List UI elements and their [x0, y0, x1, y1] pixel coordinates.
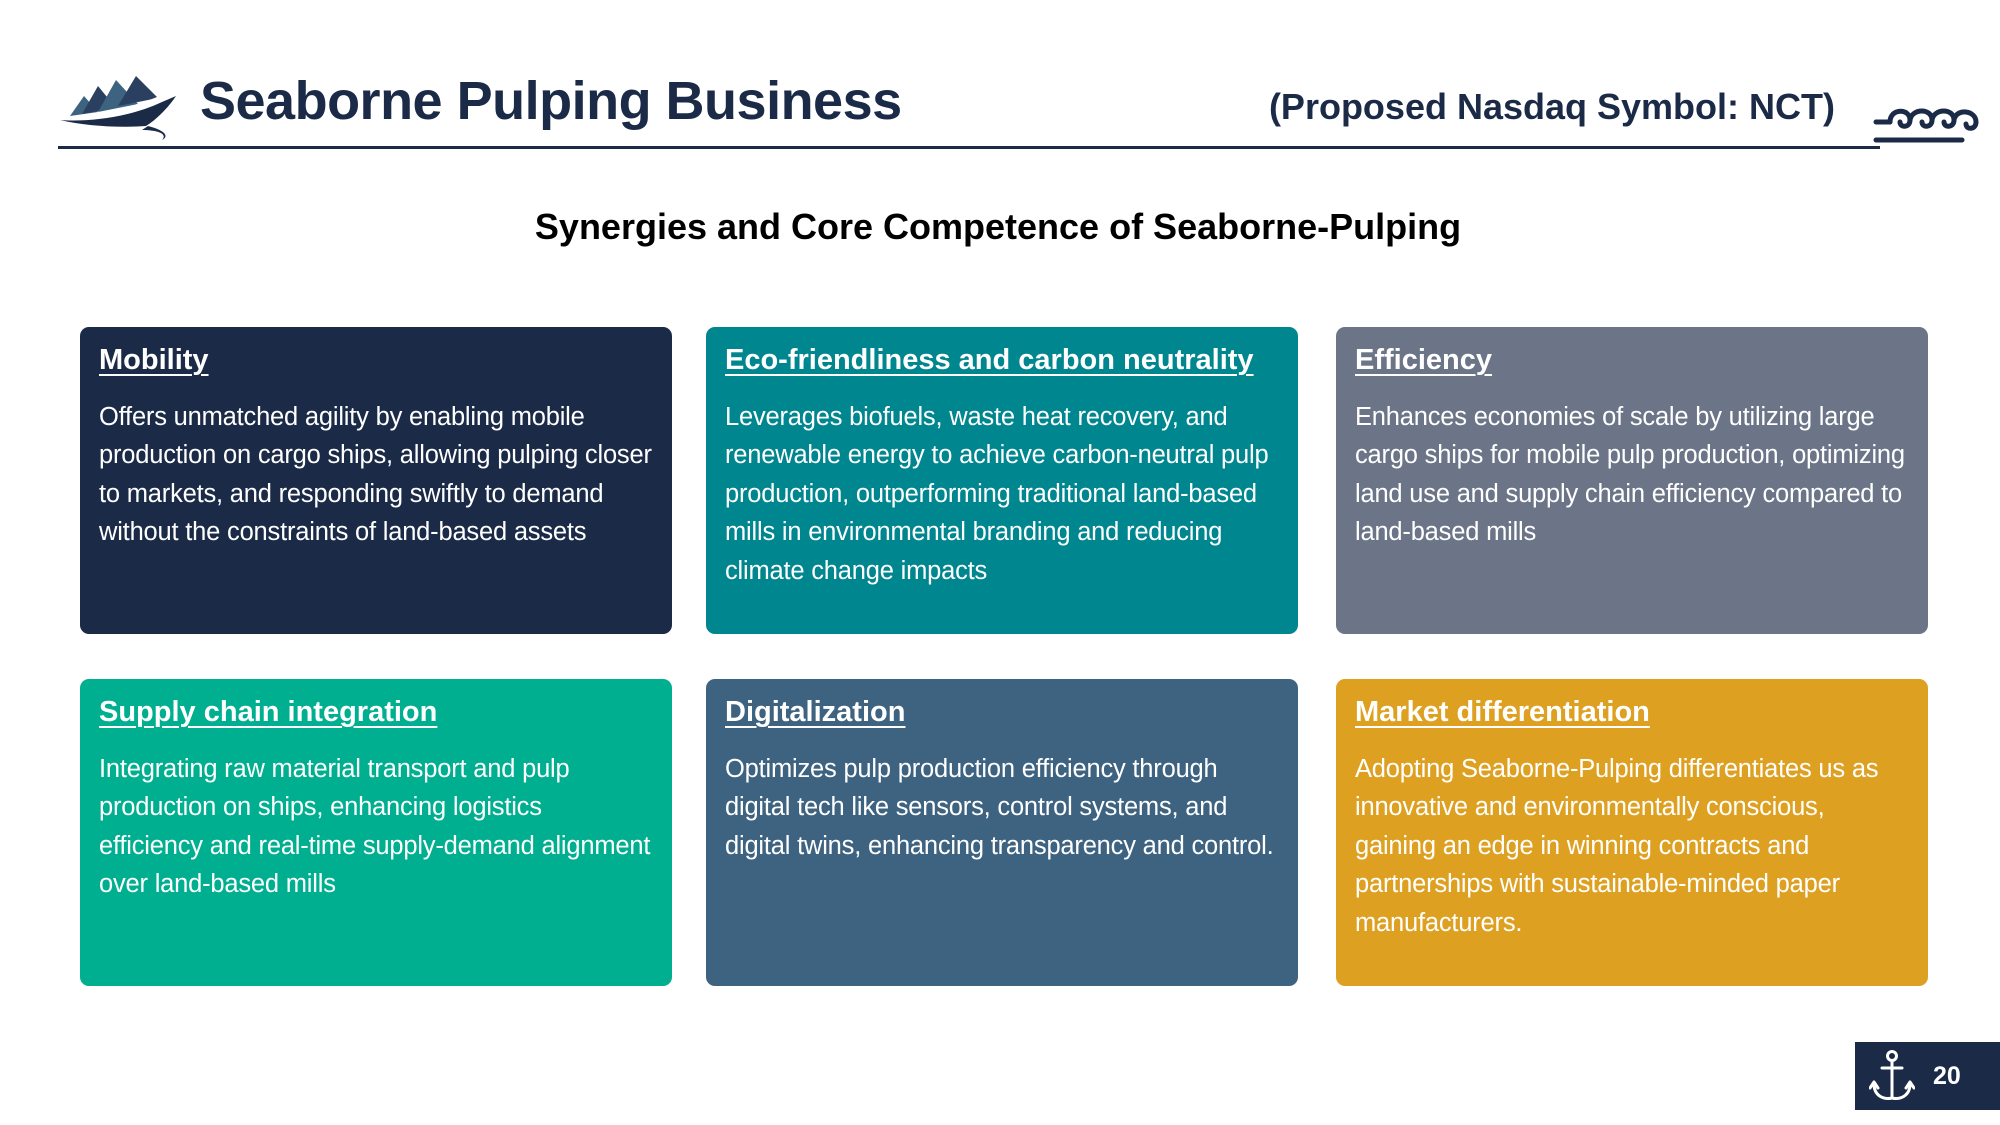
card-body: Integrating raw material transport and p… [99, 754, 651, 899]
card-mobility: Mobility Offers unmatched agility by ena… [80, 327, 672, 634]
card-digitalization: Digitalization Optimizes pulp production… [706, 679, 1298, 986]
card-body: Optimizes pulp production efficiency thr… [725, 754, 1274, 860]
cargo-ship-icon [60, 76, 176, 140]
card-body: Offers unmatched agility by enabling mob… [99, 402, 652, 547]
page-number: 20 [1933, 1062, 1961, 1090]
anchor-icon [1869, 1050, 1915, 1100]
card-market-differentiation: Market differentiation Adopting Seaborne… [1336, 679, 1928, 986]
waves-icon [1873, 108, 1979, 143]
section-heading: Synergies and Core Competence of Seaborn… [534, 206, 1462, 247]
card-title: Efficiency [1355, 344, 1492, 376]
nasdaq-symbol: (Proposed Nasdaq Symbol: NCT) [1268, 86, 1835, 127]
card-body: Adopting Seaborne-Pulping differentiates… [1355, 754, 1879, 937]
card-title: Digitalization [725, 696, 906, 728]
header-divider [58, 146, 1880, 149]
card-eco-friendliness: Eco-friendliness and carbon neutrality L… [706, 327, 1298, 634]
card-body: Enhances economies of scale by utilizing… [1355, 402, 1905, 547]
page-number-badge: 20 [1855, 1042, 2000, 1110]
card-efficiency: Efficiency Enhances economies of scale b… [1336, 327, 1928, 634]
card-title: Mobility [99, 344, 209, 376]
card-body: Leverages biofuels, waste heat recovery,… [725, 402, 1269, 585]
card-supply-chain: Supply chain integration Integrating raw… [80, 679, 672, 986]
card-title: Supply chain integration [99, 696, 438, 728]
page-title: Seaborne Pulping Business [200, 71, 902, 131]
card-title: Eco-friendliness and carbon neutrality [725, 344, 1254, 376]
card-title: Market differentiation [1355, 696, 1650, 728]
